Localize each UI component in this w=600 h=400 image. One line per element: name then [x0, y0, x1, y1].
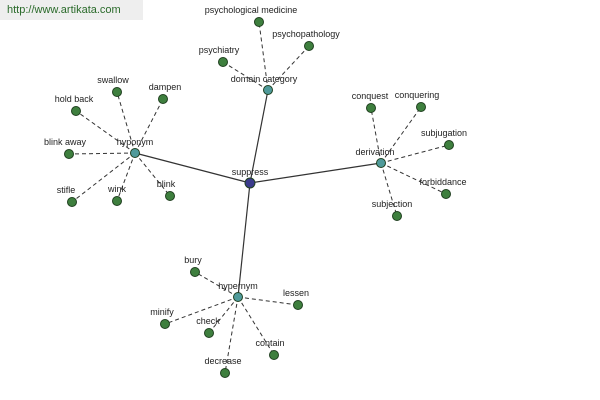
node-psychological-medicine[interactable]: [254, 17, 264, 27]
label-subjection[interactable]: subjection: [372, 199, 413, 209]
label-blink[interactable]: blink: [157, 179, 176, 189]
node-swallow[interactable]: [112, 87, 122, 97]
edge-root-derivation: [249, 162, 382, 184]
label-decrease[interactable]: decrease: [204, 356, 241, 366]
edge-derivation-forbiddance: [380, 162, 447, 195]
edge-root-hyponym: [134, 152, 251, 184]
edge-hyponym-stifle: [71, 152, 136, 203]
edge-domain-category-psychological-medicine: [258, 21, 269, 91]
edge-hyponym-blink-away: [68, 152, 136, 155]
edge-hypernym-decrease: [224, 296, 239, 374]
edge-hyponym-swallow: [116, 91, 136, 154]
label-hold-back[interactable]: hold back: [55, 94, 94, 104]
node-forbiddance[interactable]: [441, 189, 451, 199]
label-contain[interactable]: contain: [255, 338, 284, 348]
edge-hypernym-lessen: [237, 296, 299, 306]
label-hyponym[interactable]: hyponym: [117, 137, 154, 147]
label-suppress[interactable]: suppress: [232, 167, 269, 177]
labels-layer: suppress hyponym swallow dampen hold back bli…: [44, 5, 467, 366]
node-subjugation[interactable]: [444, 140, 454, 150]
label-domain-category[interactable]: domain category: [231, 74, 298, 84]
node-wink[interactable]: [112, 196, 122, 206]
label-dampen[interactable]: dampen: [149, 82, 182, 92]
node-contain[interactable]: [269, 350, 279, 360]
node-dampen[interactable]: [158, 94, 168, 104]
label-minify[interactable]: minify: [150, 307, 174, 317]
edge-hypernym-bury: [194, 271, 239, 298]
label-psychological-medicine[interactable]: psychological medicine: [205, 5, 298, 15]
edges-layer: [68, 21, 450, 374]
node-derivation[interactable]: [376, 158, 386, 168]
edge-root-domain-category: [249, 89, 269, 184]
edge-hyponym-wink: [116, 152, 136, 202]
edge-derivation-conquering: [380, 106, 422, 164]
label-blink-away[interactable]: blink away: [44, 137, 87, 147]
label-stifle[interactable]: stifle: [57, 185, 76, 195]
nodes-layer: [64, 17, 454, 378]
label-derivation[interactable]: derivation: [355, 147, 394, 157]
node-lessen[interactable]: [293, 300, 303, 310]
edge-hyponym-hold-back: [75, 110, 136, 154]
label-psychopathology[interactable]: psychopathology: [272, 29, 340, 39]
label-wink[interactable]: wink: [107, 184, 127, 194]
source-url-label[interactable]: http://www.artikata.com: [0, 0, 143, 20]
edge-derivation-subjection: [380, 162, 398, 217]
edge-hypernym-contain: [237, 296, 275, 356]
node-conquering[interactable]: [416, 102, 426, 112]
node-decrease[interactable]: [220, 368, 230, 378]
node-hold-back[interactable]: [71, 106, 81, 116]
label-check[interactable]: check: [196, 316, 220, 326]
edge-hypernym-check: [208, 296, 239, 334]
label-conquest[interactable]: conquest: [352, 91, 389, 101]
node-domain-category[interactable]: [263, 85, 273, 95]
edge-derivation-subjugation: [380, 144, 450, 164]
label-forbiddance[interactable]: forbiddance: [419, 177, 466, 187]
node-minify[interactable]: [160, 319, 170, 329]
node-stifle[interactable]: [67, 197, 77, 207]
edge-derivation-conquest: [370, 107, 382, 164]
label-swallow[interactable]: swallow: [97, 75, 129, 85]
edge-domain-category-psychiatry: [222, 61, 269, 91]
edge-hyponym-blink: [134, 152, 171, 197]
node-blink-away[interactable]: [64, 149, 74, 159]
node-subjection[interactable]: [392, 211, 402, 221]
edge-hypernym-minify: [164, 296, 239, 325]
node-bury[interactable]: [190, 267, 200, 277]
label-subjugation[interactable]: subjugation: [421, 128, 467, 138]
node-conquest[interactable]: [366, 103, 376, 113]
node-psychopathology[interactable]: [304, 41, 314, 51]
label-hypernym[interactable]: hypernym: [218, 281, 258, 291]
node-hypernym[interactable]: [233, 292, 243, 302]
label-psychiatry[interactable]: psychiatry: [199, 45, 240, 55]
edge-hyponym-dampen: [134, 98, 164, 154]
label-bury[interactable]: bury: [184, 255, 202, 265]
node-psychiatry[interactable]: [218, 57, 228, 67]
label-conquering[interactable]: conquering: [395, 90, 440, 100]
edge-root-hypernym: [237, 182, 251, 298]
node-blink[interactable]: [165, 191, 175, 201]
node-hyponym[interactable]: [130, 148, 140, 158]
edge-domain-category-psychopathology: [267, 45, 310, 91]
node-check[interactable]: [204, 328, 214, 338]
node-suppress[interactable]: [244, 177, 256, 189]
label-lessen[interactable]: lessen: [283, 288, 309, 298]
